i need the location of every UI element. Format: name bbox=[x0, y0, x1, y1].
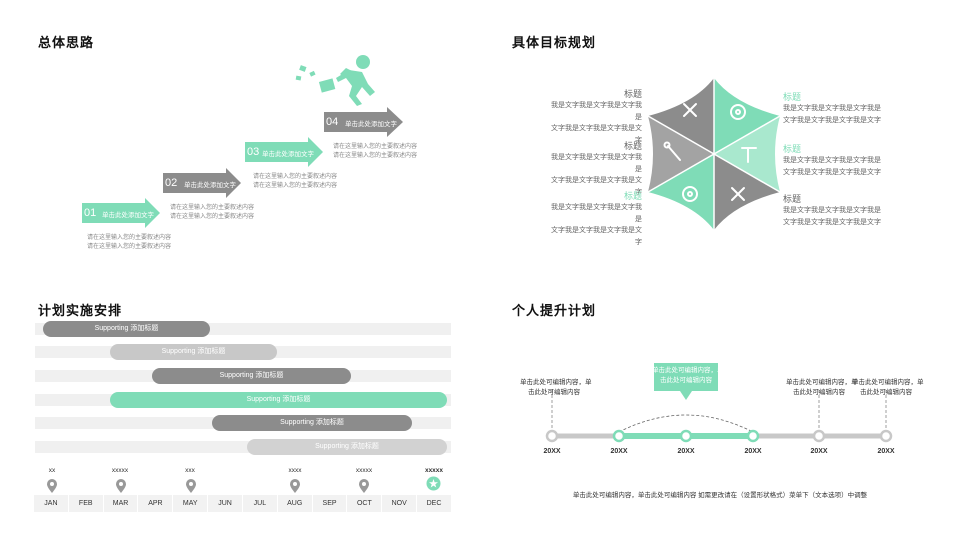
timeline-note-right-b: 单击此处可编辑内容，单击此处可编辑内容 bbox=[852, 379, 924, 396]
timeline-footer: 单击此处可编辑内容，单击此处可编辑内容 如需更改请在（设置形状格式）菜单下（文本… bbox=[572, 492, 868, 499]
step-4-num: 04 bbox=[326, 116, 339, 128]
step-1-arrow bbox=[82, 198, 160, 228]
marker-value-dec: xxxxx bbox=[424, 467, 444, 474]
gantt-bar-5: Supporting 添加标题 bbox=[212, 415, 412, 431]
goal-right-1: 标题 我是文字我是文字我是文字我是文字我是文字我是文字我是文字 bbox=[783, 92, 881, 124]
month-jun: JUN bbox=[208, 495, 243, 512]
month-jul: JUL bbox=[243, 495, 278, 512]
step-2-desc: 请在这里输入您的主要叙述内容请在这里输入您的主要叙述内容 bbox=[253, 174, 338, 189]
step-1-label: 单击此处添加文字 bbox=[102, 212, 154, 219]
tools-icon-2 bbox=[731, 187, 745, 201]
goal-left-3: 标题 我是文字我是文字我是文字我是文字我是文字我是文字我是文字 bbox=[551, 191, 642, 246]
goals-heading: 具体目标规划 bbox=[512, 35, 597, 50]
marker-value-aug: xxxx bbox=[288, 467, 302, 474]
plan-heading: 计划实施安排 bbox=[38, 303, 123, 318]
runner-icon bbox=[295, 55, 375, 106]
step-1-desc: 请在这里输入您的主要叙述内容请在这里输入您的主要叙述内容 bbox=[170, 205, 255, 220]
marker-value-mar: xxxxx bbox=[111, 467, 129, 474]
year-3: 20XX bbox=[677, 448, 695, 455]
step-2-arrow bbox=[163, 168, 241, 198]
step-3-num: 03 bbox=[247, 146, 260, 158]
goal-hexagon bbox=[647, 78, 781, 230]
hammer-icon bbox=[741, 147, 757, 163]
step-2-num: 02 bbox=[165, 177, 178, 189]
goal-left-2: 标题 我是文字我是文字我是文字我是文字我是文字我是文字我是文字 bbox=[551, 141, 642, 196]
month-mar: MAR bbox=[104, 495, 139, 512]
goal-left-1: 标题 我是文字我是文字我是文字我是文字我是文字我是文字我是文字 bbox=[551, 89, 642, 144]
step-2-label: 单击此处添加文字 bbox=[184, 182, 236, 189]
wrench-icon bbox=[663, 141, 681, 161]
gantt-bar-6: Supporting 添加标题 bbox=[247, 439, 447, 455]
month-aug: AUG bbox=[278, 495, 313, 512]
month-sep: SEP bbox=[313, 495, 348, 512]
callout-box bbox=[654, 363, 718, 391]
pin-icon-oct bbox=[359, 479, 369, 493]
marker-value-oct: xxxxx bbox=[355, 467, 373, 474]
pin-icon-jan bbox=[47, 479, 57, 493]
month-may: MAY bbox=[173, 495, 209, 512]
overall-heading: 总体思路 bbox=[38, 35, 95, 50]
personal-heading: 个人提升计划 bbox=[512, 303, 597, 318]
marker-value-may: xxx bbox=[185, 467, 195, 474]
gantt-bar-4: Supporting 添加标题 bbox=[110, 392, 447, 408]
stair-arrows bbox=[82, 55, 403, 228]
goal-right-2: 标题 我是文字我是文字我是文字我是文字我是文字我是文字我是文字 bbox=[783, 144, 881, 176]
month-dec: DEC bbox=[417, 495, 452, 512]
step-3-label: 单击此处添加文字 bbox=[262, 151, 314, 158]
year-1: 20XX bbox=[543, 448, 561, 455]
marker-value-jan: xx bbox=[48, 467, 56, 474]
year-5: 20XX bbox=[810, 448, 828, 455]
step-4-label: 单击此处添加文字 bbox=[345, 121, 397, 128]
step-3-desc: 请在这里输入您的主要叙述内容请在这里输入您的主要叙述内容 bbox=[333, 144, 418, 159]
timeline-arc bbox=[618, 414, 754, 433]
year-6: 20XX bbox=[877, 448, 895, 455]
gear-icon-2 bbox=[682, 186, 698, 202]
month-feb: FEB bbox=[69, 495, 104, 512]
gantt-bar-1: Supporting 添加标题 bbox=[43, 321, 210, 337]
month-apr: APR bbox=[138, 495, 174, 512]
star-icon-dec bbox=[426, 476, 441, 491]
pin-icon-mar bbox=[116, 479, 126, 493]
step-4-arrow bbox=[324, 107, 403, 137]
step-3-arrow bbox=[245, 137, 323, 167]
month-oct: OCT bbox=[347, 495, 383, 512]
step-1-below: 请在这里输入您的主要叙述内容请在这里输入您的主要叙述内容 bbox=[87, 235, 172, 250]
pin-icon-may bbox=[186, 479, 196, 493]
step-1-num: 01 bbox=[84, 207, 97, 219]
month-axis: JAN FEB MAR APR MAY JUN JUL AUG SEP OCT … bbox=[34, 495, 452, 512]
timeline-callout-text: 单击此处可编辑内容，单击此处可编辑内容 bbox=[652, 367, 724, 384]
tools-icon-1 bbox=[683, 103, 697, 117]
month-jan: JAN bbox=[34, 495, 69, 512]
timeline-note-right-a: 单击此处可编辑内容，单击此处可编辑内容 bbox=[786, 379, 858, 396]
month-nov: NOV bbox=[382, 495, 418, 512]
year-4: 20XX bbox=[744, 448, 762, 455]
gantt-bar-2: Supporting 添加标题 bbox=[110, 344, 277, 360]
year-2: 20XX bbox=[610, 448, 628, 455]
goal-right-3: 标题 我是文字我是文字我是文字我是文字我是文字我是文字我是文字 bbox=[783, 194, 881, 226]
timeline-graphic bbox=[545, 363, 893, 443]
gear-icon-1 bbox=[730, 104, 746, 120]
gantt-bar-3: Supporting 添加标题 bbox=[152, 368, 351, 384]
timeline-note-left: 单击此处可编辑内容，单击此处可编辑内容 bbox=[520, 379, 592, 396]
pin-icon-aug bbox=[290, 479, 300, 493]
